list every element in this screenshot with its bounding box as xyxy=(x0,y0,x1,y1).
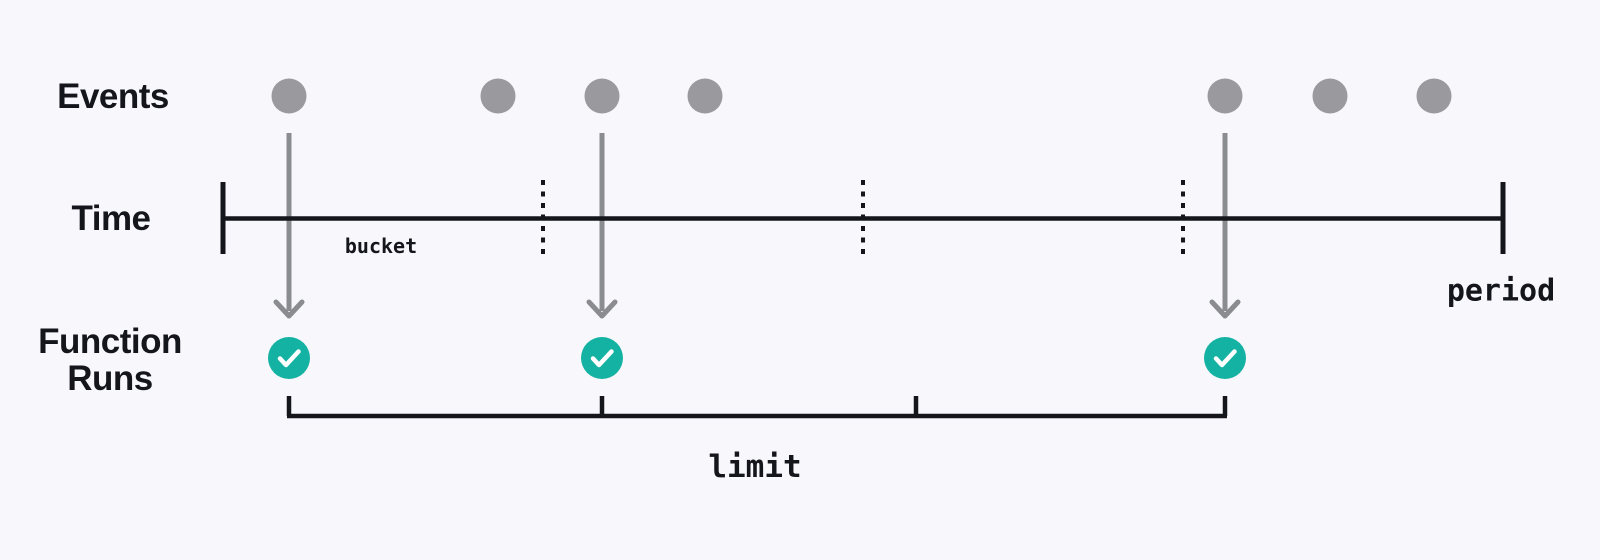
period-label: period xyxy=(1446,273,1556,309)
event-dot xyxy=(1207,78,1243,114)
event-dot xyxy=(687,78,723,114)
check-icon xyxy=(277,349,301,368)
events-row-label: Events xyxy=(57,77,169,116)
event-dot xyxy=(271,78,307,114)
check-icon xyxy=(1213,349,1237,368)
function-runs-row-label: Function Runs xyxy=(38,323,182,397)
limit-label: limit xyxy=(708,449,802,485)
arrow-down-icon xyxy=(586,299,618,319)
arrow-down-icon xyxy=(273,299,305,319)
event-dot xyxy=(1416,78,1452,114)
event-dot xyxy=(1312,78,1348,114)
check-icon xyxy=(590,349,614,368)
function-run-circle xyxy=(268,337,310,379)
event-dot xyxy=(584,78,620,114)
function-runs-label-line2: Runs xyxy=(67,359,153,398)
time-row-label: Time xyxy=(71,199,151,238)
bucket-label: bucket xyxy=(344,234,418,258)
arrow-down-icon xyxy=(1209,299,1241,319)
limit-bracket xyxy=(286,396,1228,419)
function-run-circle xyxy=(581,337,623,379)
function-run-circle xyxy=(1204,337,1246,379)
event-dot xyxy=(480,78,516,114)
function-runs-label-line1: Function xyxy=(38,322,182,361)
